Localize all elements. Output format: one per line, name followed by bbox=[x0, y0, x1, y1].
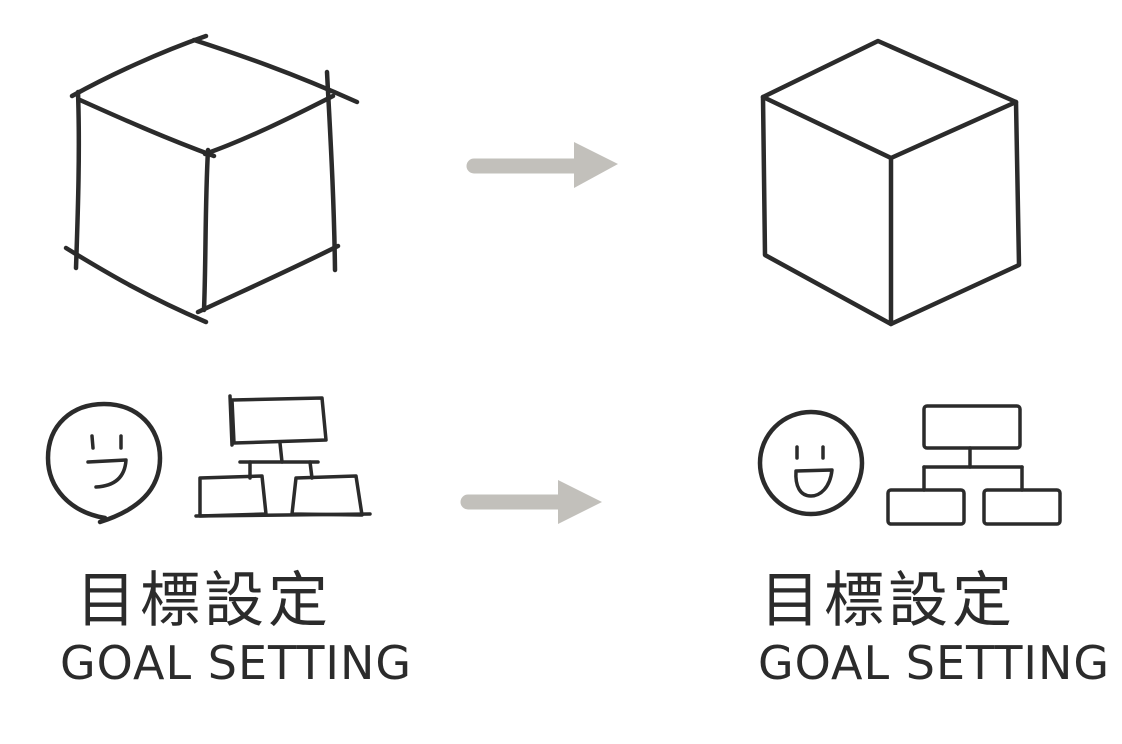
smiling-face-icon bbox=[757, 409, 865, 517]
left-label-en: GOAL SETTING bbox=[60, 636, 412, 690]
sketchy-org-chart-icon bbox=[194, 394, 372, 518]
left-label-jp: 目標設定 bbox=[76, 566, 332, 636]
arrow-right-icon bbox=[460, 480, 602, 524]
clean-org-chart-icon bbox=[886, 404, 1062, 526]
clean-cube-icon bbox=[760, 38, 1022, 327]
sketchy-cube-icon bbox=[63, 33, 360, 325]
right-label-en: GOAL SETTING bbox=[758, 636, 1110, 690]
left-label-en-text: GOAL SETTING bbox=[60, 636, 413, 690]
arrow-right-icon bbox=[466, 142, 618, 188]
right-label-jp: 目標設定 bbox=[760, 566, 1016, 636]
right-label-en-text: GOAL SETTING bbox=[758, 636, 1111, 690]
sketchy-face-icon bbox=[45, 401, 163, 525]
